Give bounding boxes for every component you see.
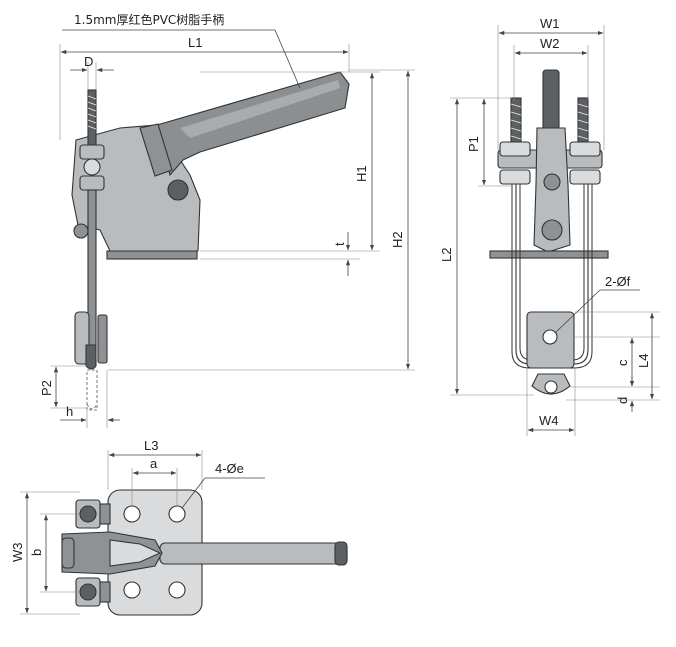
dim-label-H1: H1 — [354, 165, 369, 182]
dim-label-d: d — [615, 397, 630, 404]
dim-label-L3: L3 — [144, 438, 158, 453]
side-pivot-rivet — [73, 223, 89, 239]
side-upper-nut — [79, 144, 105, 160]
side-link — [139, 123, 173, 177]
front-hole-f — [542, 329, 558, 345]
side-view: L1 D 1.5mm厚红色PVC树脂手柄 H1 t H2 P2 — [39, 12, 415, 428]
front-left-nut — [499, 141, 531, 157]
dim-label-P2: P2 — [39, 380, 54, 396]
dim-label-b: b — [29, 549, 44, 556]
top-handle — [159, 542, 348, 565]
dim-label-t: t — [332, 242, 347, 246]
dim-label-c: c — [615, 359, 630, 366]
side-lower-nut — [79, 175, 105, 191]
label-hole-e: 4-Øe — [215, 461, 244, 476]
dim-label-L1: L1 — [188, 35, 202, 50]
dim-label-W1: W1 — [540, 16, 560, 31]
handle-material-note: 1.5mm厚红色PVC树脂手柄 — [74, 12, 224, 27]
dim-label-L2: L2 — [439, 248, 454, 262]
front-base-plate — [489, 250, 609, 259]
side-pivot-bolt — [167, 179, 189, 201]
top-hole-e-3 — [123, 581, 141, 599]
dim-label-h: h — [66, 404, 73, 419]
top-hole-e-1 — [123, 505, 141, 523]
dim-label-P1: P1 — [466, 136, 481, 152]
front-view: W1 W2 P1 L2 2-Øf c L4 d — [439, 16, 660, 436]
front-right-nut — [569, 141, 601, 157]
top-hole-e-4 — [168, 581, 186, 599]
top-view: L3 a 4-Øe W3 b — [10, 438, 348, 616]
dim-label-a: a — [150, 456, 158, 471]
dim-label-W4: W4 — [539, 413, 559, 428]
side-handle-highlight — [180, 80, 340, 138]
dim-label-W3: W3 — [10, 543, 25, 563]
side-base-plate — [106, 250, 198, 260]
front-handle — [542, 69, 560, 131]
label-hole-f: 2-Øf — [605, 274, 631, 289]
top-hole-e-2 — [168, 505, 186, 523]
dim-label-D: D — [84, 54, 93, 69]
side-washer — [83, 158, 101, 176]
side-hidden-pin — [86, 369, 98, 411]
dim-label-W2: W2 — [540, 36, 560, 51]
dim-label-L4: L4 — [636, 354, 651, 368]
side-hook-plate-right — [97, 314, 108, 364]
side-hook-end — [85, 344, 97, 370]
dim-label-H2: H2 — [390, 231, 405, 248]
